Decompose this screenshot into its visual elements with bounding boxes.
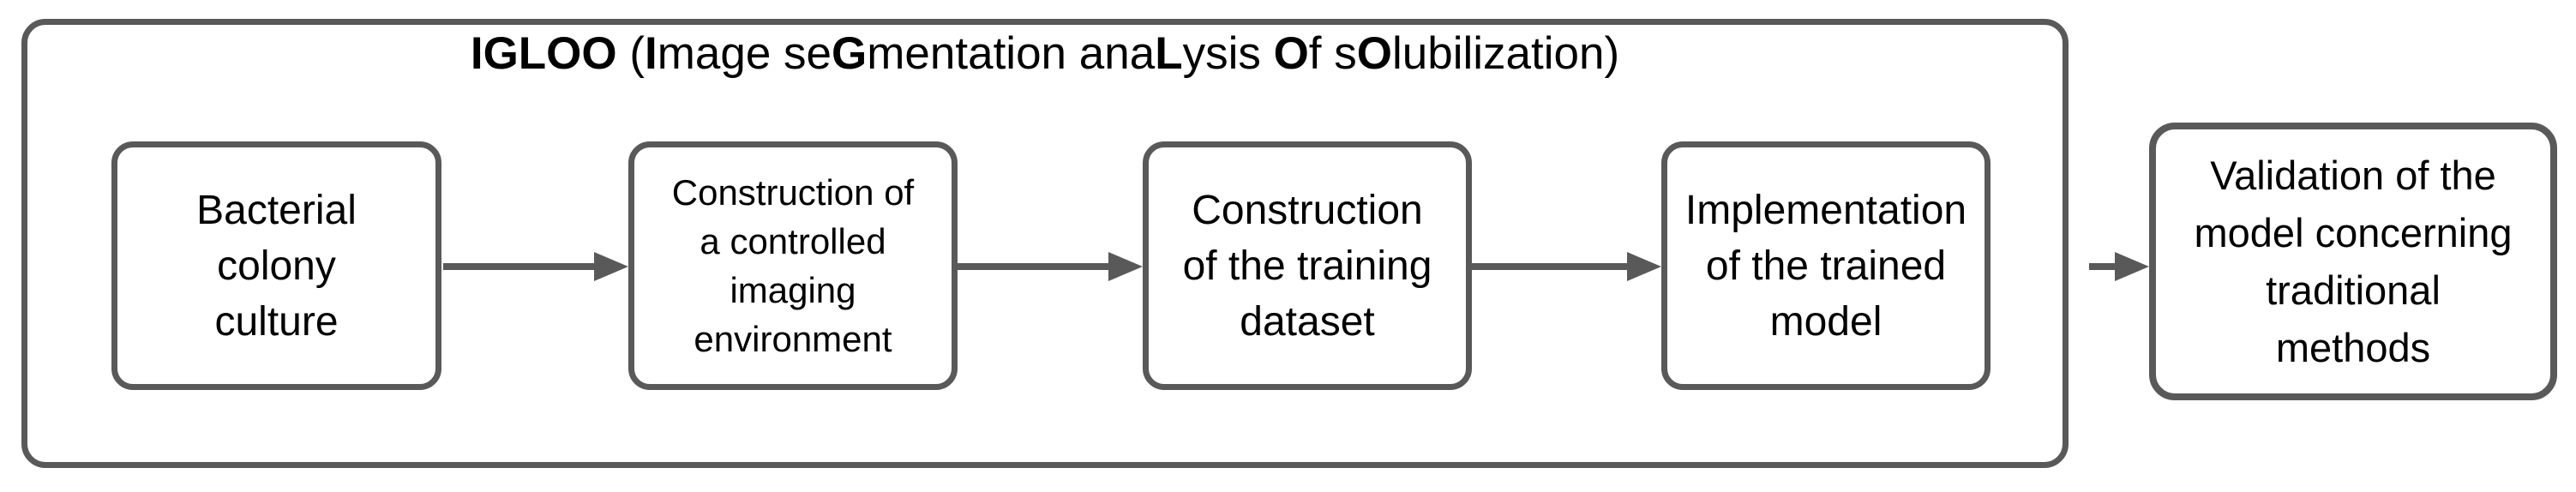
title-segment: G [832, 28, 868, 79]
step-label-training-dataset: Construction of the training dataset [1182, 187, 1432, 345]
arrow-shaft [2089, 263, 2120, 270]
step-box-bacterial-colony-culture: Bacterial colony culture [111, 141, 441, 390]
title-segment: O [1273, 28, 1309, 79]
flow-arrow-2-icon [958, 252, 1143, 281]
step-box-training-dataset: Construction of the training dataset [1143, 141, 1472, 390]
arrow-shaft [443, 263, 599, 270]
step-box-controlled-imaging-environment: Construction of a controlled imaging env… [628, 141, 958, 390]
step-label-controlled-imaging-environment: Construction of a controlled imaging env… [671, 172, 915, 359]
step-box-trained-model-implementation: Implementation of the trained model [1661, 141, 1991, 390]
title-segment: IGLOO [470, 28, 617, 79]
validation-box-label: Validation of the model concerning tradi… [2194, 153, 2513, 370]
title-segment: f s [1308, 28, 1357, 79]
title-segment: mage se [657, 28, 832, 79]
igloo-title: IGLOO (Image seGmentation anaLysis Of sO… [21, 27, 2069, 81]
arrow-shaft [1472, 263, 1632, 270]
flow-arrow-1-icon [443, 252, 628, 281]
arrow-shaft [958, 263, 1114, 270]
title-segment: O [1356, 28, 1392, 79]
arrow-head [1108, 252, 1143, 281]
arrow-head [2115, 252, 2149, 281]
title-segment: ysis [1182, 28, 1274, 79]
title-segment: I [645, 28, 658, 79]
title-segment: mentation ana [867, 28, 1156, 79]
flow-arrow-3-icon [1472, 252, 1661, 281]
arrow-head [594, 252, 628, 281]
title-segment: lubilization) [1391, 28, 1620, 79]
arrow-head [1627, 252, 1661, 281]
validation-box: Validation of the model concerning tradi… [2149, 123, 2557, 400]
title-segment: ( [616, 28, 646, 79]
title-segment: L [1155, 28, 1183, 79]
step-label-trained-model-implementation: Implementation of the trained model [1684, 187, 1967, 345]
step-label-bacterial-colony-culture: Bacterial colony culture [196, 187, 357, 345]
flow-arrow-4-icon [2089, 252, 2149, 281]
